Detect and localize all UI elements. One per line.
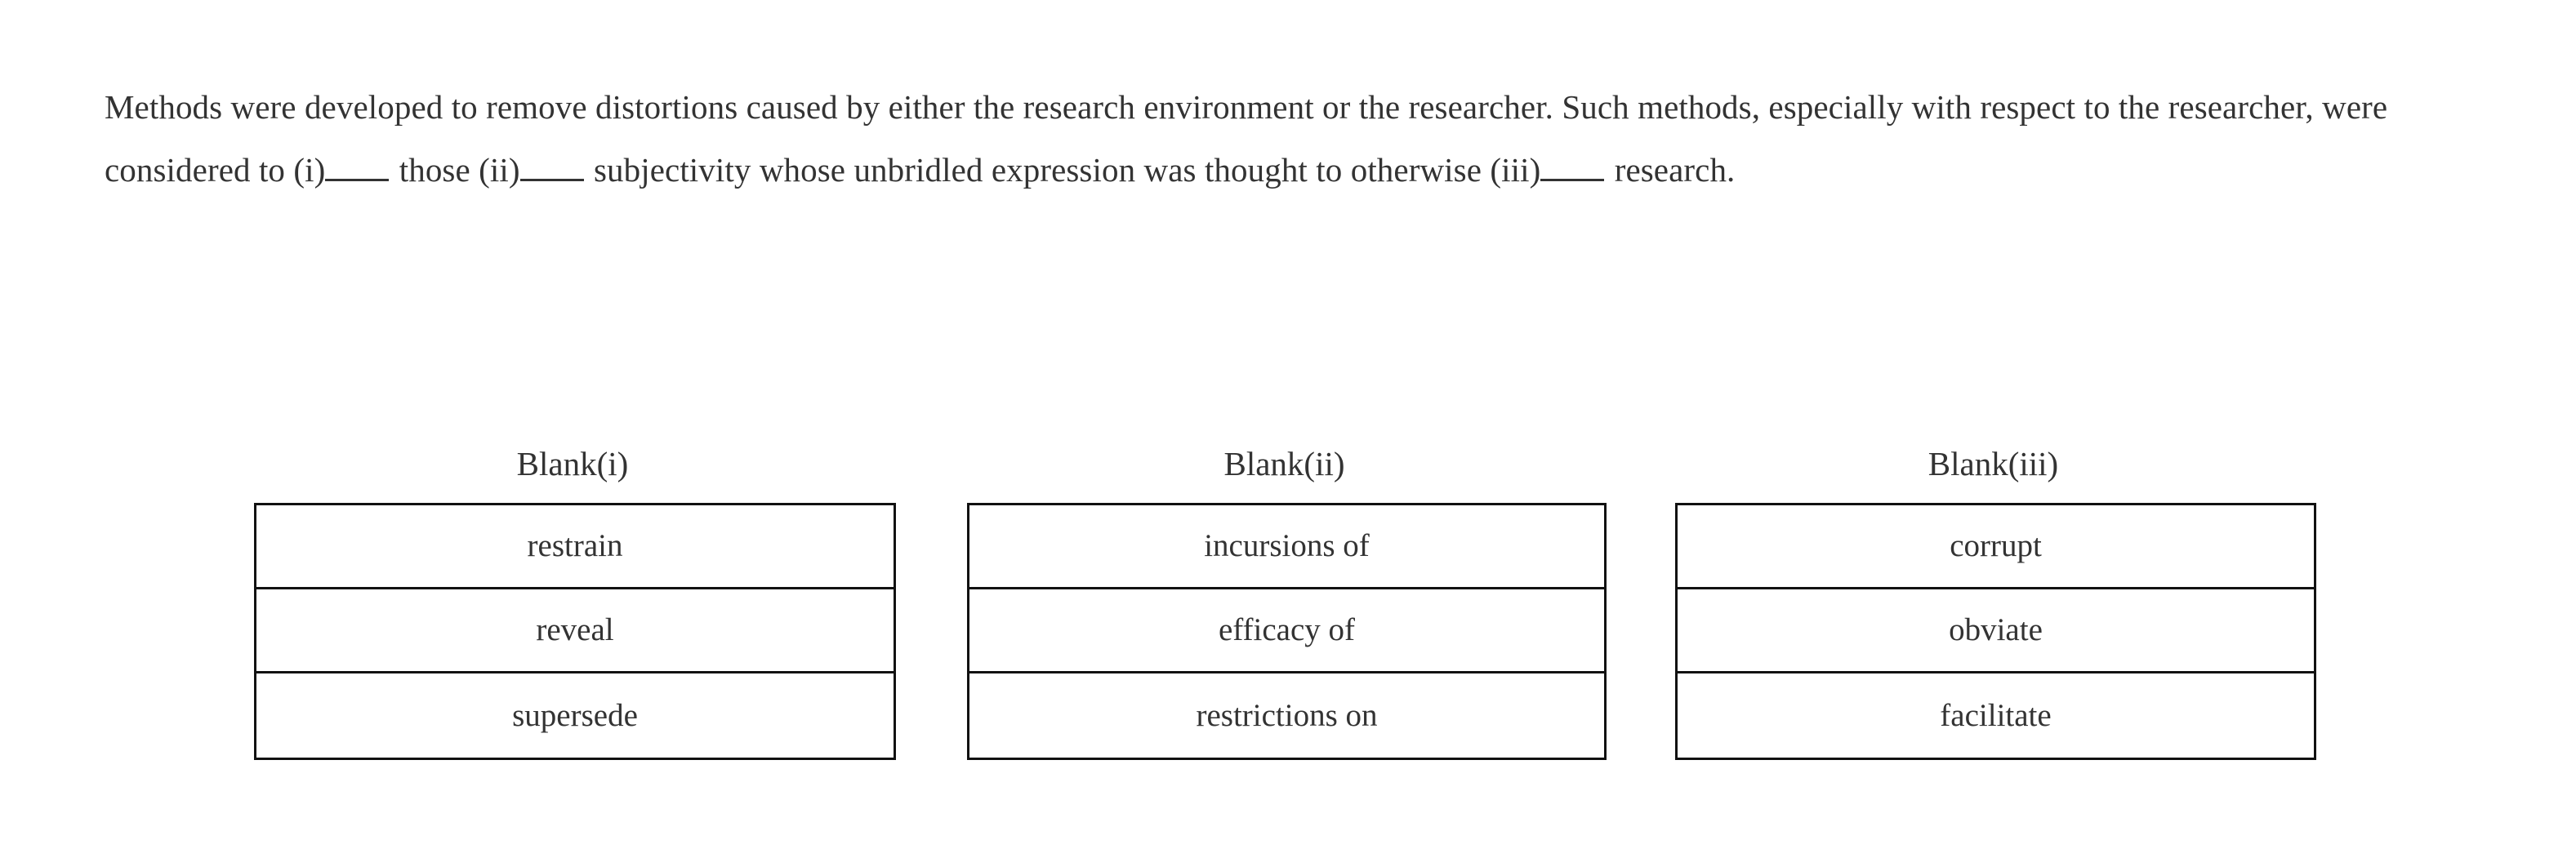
option-row[interactable]: facilitate: [1678, 673, 2314, 758]
option-label: reveal: [536, 612, 614, 647]
column-header-blank-i: Blank(i): [516, 445, 629, 482]
column-header-blank-ii: Blank(ii): [1223, 445, 1345, 482]
answer-column-blank-ii: Blank(ii) incursions of efficacy of rest…: [967, 441, 1607, 760]
column-header-blank-iii: Blank(iii): [1928, 445, 2059, 482]
option-table-blank-ii: incursions of efficacy of restrictions o…: [967, 503, 1607, 760]
blank-iii-underline: [1540, 154, 1605, 181]
option-row[interactable]: restrictions on: [969, 673, 1604, 758]
answer-column-blank-iii: Blank(iii) corrupt obviate facilitate: [1675, 441, 2316, 760]
option-table-blank-i: restrain reveal supersede: [254, 503, 896, 760]
answer-options-area: Blank(i) restrain reveal supersede Blank…: [0, 441, 2576, 825]
option-label: restrictions on: [1196, 697, 1378, 733]
passage-part-4: research.: [1606, 151, 1736, 189]
option-table-blank-iii: corrupt obviate facilitate: [1675, 503, 2316, 760]
option-label: corrupt: [1950, 528, 2042, 563]
option-label: efficacy of: [1218, 612, 1356, 647]
passage-text: Methods were developed to remove distort…: [105, 76, 2473, 202]
blank-i-underline: [325, 154, 390, 181]
option-label: incursions of: [1204, 528, 1370, 563]
option-row[interactable]: supersede: [256, 673, 894, 758]
option-row[interactable]: efficacy of: [969, 589, 1604, 673]
option-row[interactable]: restrain: [256, 505, 894, 589]
blank-ii-underline: [519, 154, 584, 181]
answer-column-blank-i: Blank(i) restrain reveal supersede: [254, 441, 896, 760]
option-row[interactable]: reveal: [256, 589, 894, 673]
option-row[interactable]: incursions of: [969, 505, 1604, 589]
option-row[interactable]: corrupt: [1678, 505, 2314, 589]
passage-part-3: subjectivity whose unbridled expression …: [585, 151, 1541, 189]
option-label: supersede: [512, 697, 638, 733]
option-row[interactable]: obviate: [1678, 589, 2314, 673]
option-label: obviate: [1949, 612, 2043, 647]
option-label: restrain: [527, 528, 623, 563]
option-label: facilitate: [1940, 697, 2052, 733]
passage-part-2: those (ii): [390, 151, 520, 189]
passage-part-1: Methods were developed to remove distort…: [105, 88, 2388, 189]
